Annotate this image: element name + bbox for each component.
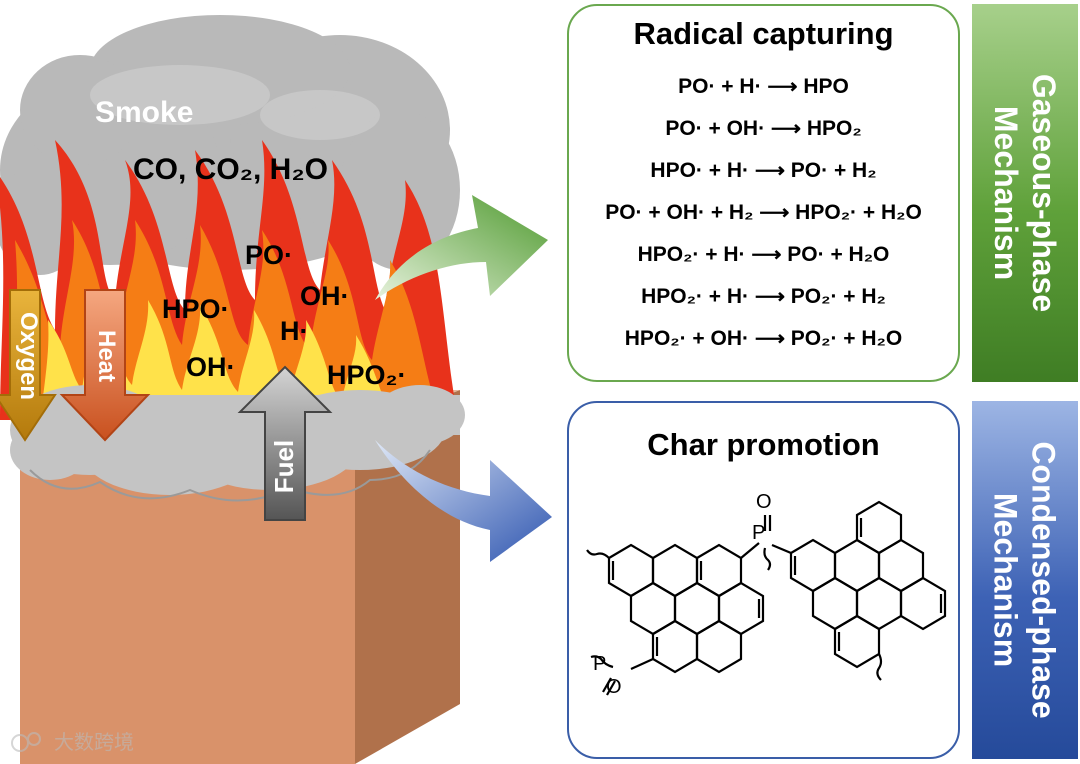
atom-p-bottom: P — [593, 653, 607, 675]
gaseous-phase-line2: Mechanism — [988, 105, 1024, 281]
species-oh-left-label: OH· — [186, 352, 236, 382]
molecule-icon — [586, 500, 947, 696]
fuel-label: Fuel — [269, 439, 300, 493]
char-promotion-panel: Char promotion — [567, 401, 960, 759]
oxygen-arrow-icon — [0, 289, 57, 442]
equation-1: PO· + H· ⟶ HPO — [678, 75, 849, 98]
watermark-logo-icon — [11, 731, 41, 752]
condensed-phase-line1: Condensed-phase — [1026, 441, 1062, 719]
fire-scene-graphic — [0, 15, 552, 764]
blue-arrow-icon — [375, 440, 552, 562]
watermark-text: 大数跨境 — [54, 730, 134, 754]
condensed-phase-line2: Mechanism — [988, 492, 1024, 668]
species-hpo-label: HPO· — [162, 294, 230, 324]
char-promotion-title: Char promotion — [647, 427, 880, 462]
equation-3: HPO· + H· ⟶ PO· + H₂ — [650, 159, 877, 182]
radical-capturing-title: Radical capturing — [633, 16, 894, 51]
species-po-label: PO· — [245, 240, 294, 270]
gaseous-phase-label-bar: Gaseous-phase Mechanism — [972, 4, 1078, 382]
species-hpo2-label: HPO₂· — [327, 360, 407, 390]
equation-5: HPO₂· + H· ⟶ PO· + H₂O — [637, 243, 890, 266]
gaseous-phase-line1: Gaseous-phase — [1026, 73, 1062, 313]
heat-arrow-icon — [59, 289, 151, 442]
equation-6: HPO₂· + H· ⟶ PO₂· + H₂ — [641, 285, 886, 308]
smoke-label: Smoke — [95, 96, 194, 129]
green-arrow-icon — [375, 195, 548, 300]
atom-o-bottom: O — [606, 676, 622, 698]
species-oh-right-label: OH· — [300, 281, 350, 311]
equation-2: PO· + OH· ⟶ HPO₂ — [665, 117, 862, 140]
condensed-phase-label-bar: Condensed-phase Mechanism — [972, 401, 1078, 759]
watermark: 大数跨境 — [8, 726, 134, 755]
oxygen-label: Oxygen — [15, 311, 42, 401]
radical-capturing-panel: Radical capturing PO· + H· ⟶ HPO PO· + O… — [567, 4, 960, 382]
equation-4: PO· + OH· + H₂ ⟶ HPO₂· + H₂O — [605, 201, 922, 224]
fuel-arrow-icon — [237, 365, 333, 521]
atom-o-top: O — [756, 491, 772, 513]
equation-7: HPO₂· + OH· ⟶ PO₂· + H₂O — [624, 327, 903, 350]
heat-label: Heat — [93, 329, 120, 383]
smoke-products-label: CO, CO₂, H₂O — [133, 153, 328, 186]
atom-p-top: P — [752, 522, 766, 544]
species-h-label: H· — [280, 316, 309, 346]
